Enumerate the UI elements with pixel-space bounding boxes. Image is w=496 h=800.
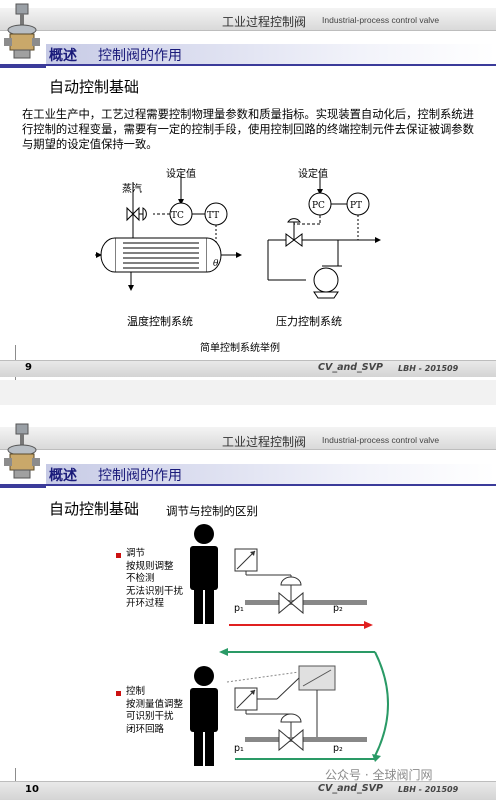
p1-label: p₁ [234,603,244,614]
slide-gap [0,380,496,405]
header-title-en: Industrial-process control valve [322,15,440,25]
slide-title-sub: 控制阀的作用 [98,48,182,64]
tt-label: TT [207,211,219,221]
slide-9: 工业过程控制阀 Industrial-process control valve… [0,0,496,380]
item-regulation: 调节 按规则调整 不检测 无法识别干扰 开环过程 [126,548,183,611]
logo-underline [0,484,46,488]
intro-paragraph: 在工业生产中，工艺过程需要控制物理量参数和质量指标。实现装置自动化后，控制系统进… [22,108,474,151]
steam-label: 蒸汽 [122,184,142,195]
item-regulation-title: 调节 [126,548,146,559]
bullet-icon [116,553,121,558]
slide-title-main: 概述 [49,468,77,484]
tc-label: TC [171,211,184,221]
open-loop-diagram [234,548,367,615]
footer-cv: CV_and_SVP [318,362,383,373]
title-bar [46,44,496,66]
header-bar [0,8,496,31]
header-bar [0,427,496,450]
valve-logo-icon [4,423,40,479]
section-heading: 自动控制基础 [49,500,140,518]
item-control-line: 可识别干扰 [126,711,174,722]
footer-lbh: LBH - 201509 [398,364,459,373]
header-title-cn: 工业过程控制阀 [222,15,307,29]
header-title-en: Industrial-process control valve [322,435,440,445]
p1-label: p₁ [234,743,244,754]
pressure-control-diagram: PC PT [267,172,381,299]
setpoint-label-2: 设定值 [298,169,328,180]
footer-bar [0,360,496,377]
slide-title-sub: 控制阀的作用 [98,468,182,484]
item-control-line: 按测量值调整 [126,698,184,710]
figure-caption: 简单控制系统举例 [200,343,280,354]
item-regulation-line: 无法识别干扰 [126,585,184,597]
temperature-caption: 温度控制系统 [127,315,193,328]
item-regulation-line: 按规则调整 [126,560,174,572]
person-icon [190,524,218,624]
footer-lbh: LBH - 201509 [398,785,459,794]
item-regulation-line: 不检测 [126,573,155,584]
setpoint-label-1: 设定值 [166,169,196,180]
person-icon [190,666,218,766]
closed-loop-diagram [219,648,389,762]
title-bar [46,464,496,486]
valve-logo-icon [4,3,40,59]
item-control: 控制 按测量值调整 可识别干扰 闭环回路 [126,686,183,736]
pc-label: PC [312,201,325,211]
page-number: 10 [25,784,39,795]
pt-label: PT [350,201,362,211]
item-regulation-line: 开环过程 [126,598,165,609]
slide-title-main: 概述 [49,48,77,64]
subtitle-difference: 调节与控制的区别 [166,504,258,518]
bullet-icon [116,691,121,696]
item-control-title: 控制 [126,686,146,697]
p2-label: p₂ [333,603,343,614]
pressure-caption: 压力控制系统 [276,315,342,328]
footer-bar [0,781,496,800]
watermark: 公众号 · 全球阀门网 [325,768,433,782]
p2-label: p₂ [333,743,343,754]
header-title-cn: 工业过程控制阀 [222,435,307,449]
page-number: 9 [25,362,32,373]
footer-cv: CV_and_SVP [318,783,383,794]
theta-label: θ [213,259,219,269]
logo-underline [0,64,46,68]
red-arrow [229,621,373,629]
item-control-line: 闭环回路 [126,723,165,735]
section-heading: 自动控制基础 [49,78,140,96]
temperature-control-diagram: TC TT θ [95,172,242,291]
